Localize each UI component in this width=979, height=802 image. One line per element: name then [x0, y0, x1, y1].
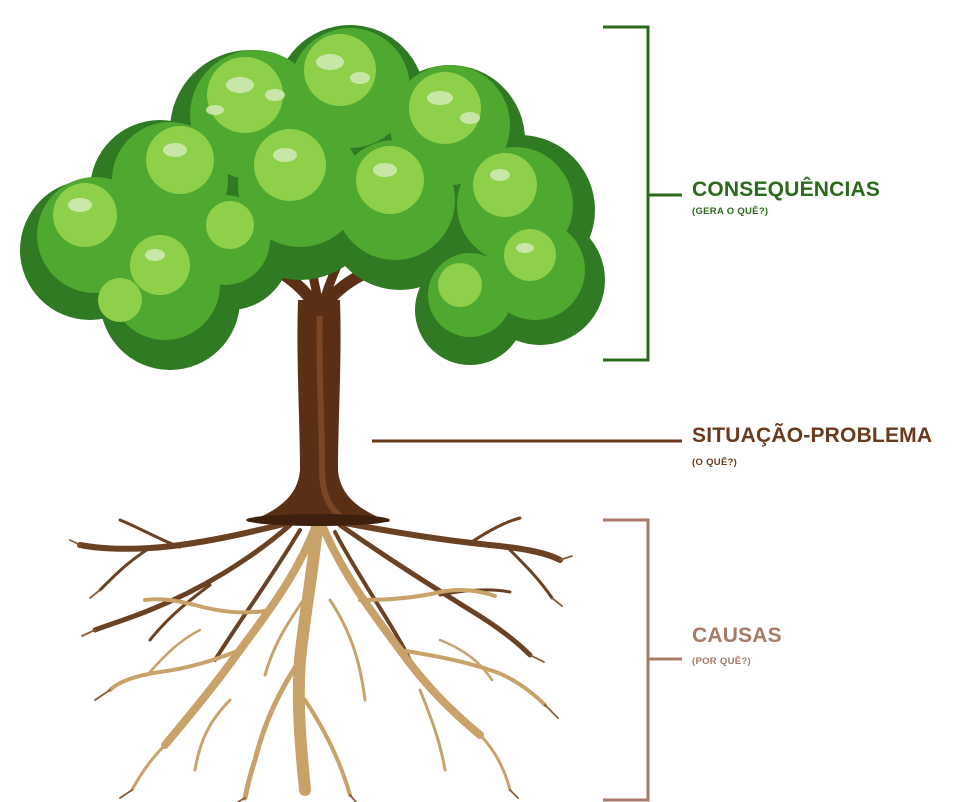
canopy	[20, 25, 605, 370]
causes-bracket	[603, 518, 682, 802]
causes-title: CAUSAS	[692, 624, 782, 647]
consequences-title: CONSEQUÊNCIAS	[692, 177, 880, 201]
problem-subtitle: (O QUÊ?)	[692, 456, 737, 468]
problem-title: SITUAÇÃO-PROBLEMA	[692, 424, 932, 447]
causes-subtitle: (POR QUÊ?)	[692, 655, 751, 667]
consequences-subtitle: (GERA O QUÊ?)	[692, 205, 768, 217]
consequences-bracket	[603, 25, 682, 362]
trunk	[246, 297, 390, 526]
roots	[69, 509, 573, 802]
